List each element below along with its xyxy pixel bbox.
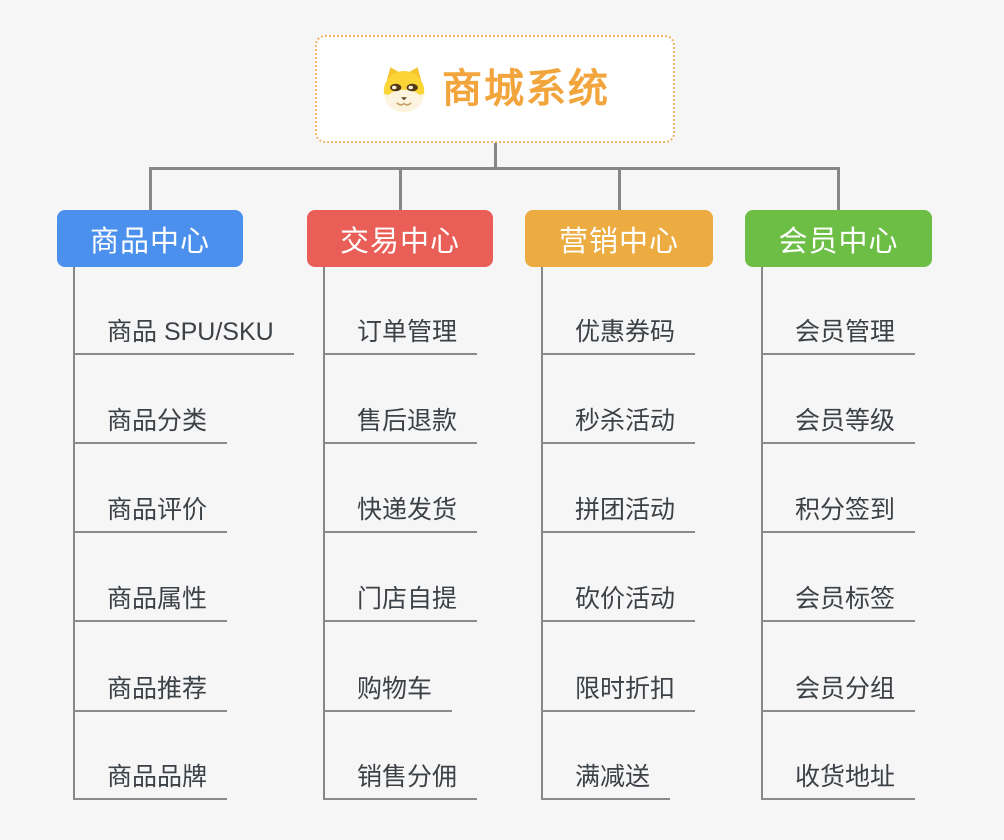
leaf-node[interactable]: 砍价活动 bbox=[541, 582, 696, 622]
leaf-node[interactable]: 销售分佣 bbox=[323, 760, 478, 800]
leaf-node[interactable]: 优惠券码 bbox=[541, 315, 696, 355]
connector-branch-drop bbox=[398, 167, 402, 210]
leaf-node[interactable]: 拼团活动 bbox=[541, 493, 696, 533]
leaf-node[interactable]: 满减送 bbox=[541, 760, 671, 800]
leaf-node[interactable]: 商品属性 bbox=[73, 582, 228, 622]
leaf-node[interactable]: 会员标签 bbox=[761, 582, 916, 622]
leaf-node[interactable]: 会员管理 bbox=[761, 315, 916, 355]
leaf-node[interactable]: 快递发货 bbox=[323, 493, 478, 533]
leaf-node[interactable]: 会员分组 bbox=[761, 672, 916, 712]
branch-label: 营销中心 bbox=[558, 225, 679, 258]
leaf-node[interactable]: 积分签到 bbox=[761, 493, 916, 533]
leaf-node[interactable]: 商品推荐 bbox=[73, 672, 228, 712]
leaf-node[interactable]: 会员等级 bbox=[761, 404, 916, 444]
connector-branch-drop bbox=[617, 167, 621, 210]
leaf-node[interactable]: 收货地址 bbox=[761, 760, 916, 800]
branch-node-1[interactable]: 交易中心 bbox=[307, 210, 493, 267]
branch-label: 商品中心 bbox=[89, 225, 210, 258]
connector-children-line bbox=[73, 267, 75, 800]
dog-face-icon bbox=[380, 65, 428, 113]
leaf-node[interactable]: 售后退款 bbox=[323, 404, 478, 444]
leaf-node[interactable]: 购物车 bbox=[323, 672, 453, 712]
root-title: 商城系统 bbox=[442, 67, 610, 111]
leaf-node[interactable]: 秒杀活动 bbox=[541, 404, 696, 444]
leaf-node[interactable]: 商品评价 bbox=[73, 493, 228, 533]
leaf-node[interactable]: 门店自提 bbox=[323, 582, 478, 622]
connector-branch-drop bbox=[148, 167, 152, 210]
connector-children-line bbox=[541, 267, 543, 800]
connector-children-line bbox=[761, 267, 763, 800]
leaf-node[interactable]: 商品分类 bbox=[73, 404, 228, 444]
root-node[interactable]: 商城系统 bbox=[315, 35, 675, 143]
connector-children-line bbox=[323, 267, 325, 800]
leaf-node[interactable]: 限时折扣 bbox=[541, 672, 696, 712]
branch-label: 交易中心 bbox=[339, 225, 460, 258]
branch-node-0[interactable]: 商品中心 bbox=[57, 210, 243, 267]
leaf-node[interactable]: 订单管理 bbox=[323, 315, 478, 355]
branch-label: 会员中心 bbox=[778, 225, 899, 258]
branch-node-3[interactable]: 会员中心 bbox=[745, 210, 932, 267]
connector-root-stub bbox=[493, 143, 497, 170]
branch-node-2[interactable]: 营销中心 bbox=[525, 210, 713, 267]
leaf-node[interactable]: 商品品牌 bbox=[73, 760, 228, 800]
connector-branch-drop bbox=[837, 167, 840, 210]
leaf-node[interactable]: 商品 SPU/SKU bbox=[73, 315, 294, 355]
connector-spine bbox=[148, 167, 840, 170]
